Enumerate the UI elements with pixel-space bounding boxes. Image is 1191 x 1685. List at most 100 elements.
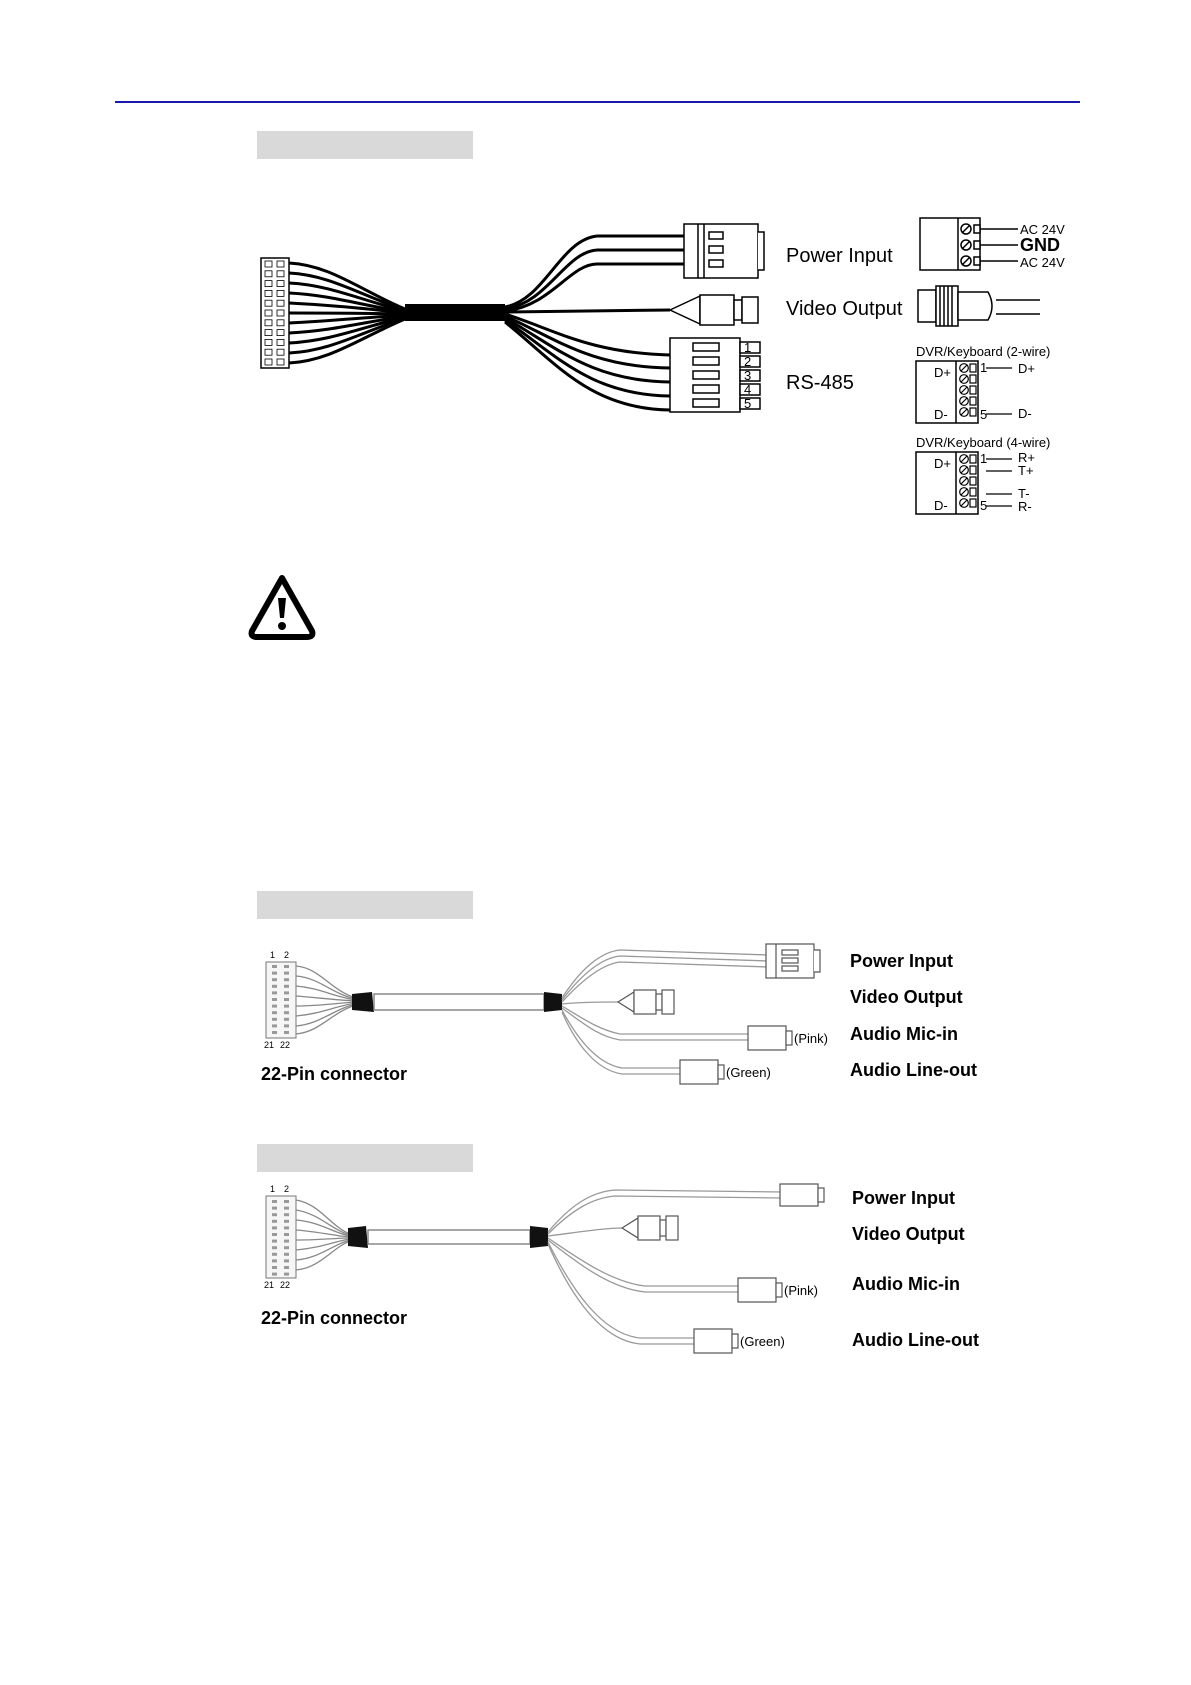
- bnc-video-connector: [668, 294, 759, 326]
- pin-socket: [272, 1011, 277, 1015]
- rs485-pin-1: 1: [744, 340, 751, 355]
- fig2-pin-2: 2: [284, 950, 289, 960]
- fig3-caption: 22-Pin connector: [261, 1308, 407, 1328]
- pin-socket: [264, 329, 273, 337]
- pin-socket: [272, 1017, 277, 1021]
- fig3-fanout-wires: [295, 1199, 351, 1271]
- pin-socket: [272, 1272, 277, 1276]
- fig3-power-plug: [779, 1183, 825, 1207]
- kb4-pin-top: 1: [980, 451, 987, 466]
- pin-socket: [264, 338, 273, 346]
- fig3-bnc-plug: [620, 1215, 679, 1241]
- warning-triangle-icon: [248, 575, 316, 640]
- pin-socket: [272, 978, 277, 982]
- power-terminal-detail: [919, 217, 1018, 271]
- pin-socket: [284, 1004, 289, 1008]
- pin-socket: [284, 1226, 289, 1230]
- pin-socket: [284, 1213, 289, 1217]
- pin-socket: [284, 1259, 289, 1263]
- pin-socket: [276, 309, 285, 317]
- pin-socket: [284, 965, 289, 968]
- terminal-pin-box: [969, 454, 977, 464]
- fig2-bnc-plug: [616, 989, 675, 1015]
- fig3-label-power-input: Power Input: [852, 1188, 955, 1208]
- section-heading-bar-1: [257, 131, 473, 159]
- fig2-pin-21: 21: [264, 1040, 274, 1050]
- power-connector: [683, 223, 765, 279]
- fig3-pin-2: 2: [284, 1184, 289, 1194]
- pin-socket: [276, 329, 285, 337]
- kb4-r-plus: R+: [1018, 450, 1035, 465]
- kb2-pin-bottom: 5: [980, 407, 987, 422]
- pin-socket: [276, 338, 285, 346]
- fig3-pin-header: [265, 1195, 297, 1279]
- pin-socket: [272, 1259, 277, 1263]
- screw-slot: [960, 364, 968, 372]
- header-rule: [115, 101, 1080, 103]
- screw-slot: [960, 397, 968, 405]
- screw-slot: [960, 499, 968, 507]
- pin-socket: [284, 984, 289, 988]
- fig3-line-plug: [693, 1328, 739, 1354]
- fig2-pin-1: 1: [270, 950, 275, 960]
- kb2-left-bottom: D-: [934, 407, 948, 422]
- fig3-left-boot: [348, 1226, 368, 1248]
- pin-socket: [272, 1226, 277, 1230]
- kb2-right-top: D+: [1018, 361, 1035, 376]
- screw-slot: [960, 488, 968, 496]
- screw-slot: [960, 375, 968, 383]
- fig2-label-power-input: Power Input: [850, 951, 953, 971]
- kb4-title: DVR/Keyboard (4-wire): [916, 435, 1050, 450]
- pin-socket: [272, 1239, 277, 1243]
- kb2-left-top: D+: [934, 365, 951, 380]
- kb4-r-minus: R-: [1018, 499, 1032, 514]
- pin-socket: [276, 358, 285, 366]
- keyboard-4wire-detail: DVR/Keyboard (4-wire) D+ D- 1 5 R+ T+ T-…: [915, 435, 1050, 515]
- section-heading-bar-2: [257, 891, 473, 919]
- figure-2-cable-diagram: 1 2 21 22: [261, 943, 977, 1085]
- pin-socket: [276, 299, 285, 307]
- section-heading-bar-3: [257, 1144, 473, 1172]
- pin-socket: [264, 309, 273, 317]
- rs485-pin-2: 2: [744, 354, 751, 369]
- fig2-power-plug: [765, 943, 821, 979]
- fig2-pin-header: [265, 961, 297, 1039]
- fig3-label-audio-line-out: Audio Line-out: [852, 1330, 979, 1350]
- fig2-label-audio-line-out: Audio Line-out: [850, 1060, 977, 1080]
- pin-socket: [272, 1206, 277, 1210]
- pin-socket: [276, 260, 285, 268]
- terminal-pin-box: [969, 487, 977, 497]
- pin-socket: [264, 280, 273, 288]
- terminal-pin-box: [969, 498, 977, 508]
- fig2-label-video-output: Video Output: [850, 987, 963, 1007]
- video-cable-end-detail: [917, 285, 1040, 327]
- pin-socket: [272, 971, 277, 975]
- fig2-pink-label: (Pink): [794, 1031, 828, 1046]
- fig3-main-cable: [367, 1229, 531, 1245]
- pin-socket: [276, 289, 285, 297]
- rs485-pin-3: 3: [744, 368, 751, 383]
- power-terminal-top-label: AC 24V: [1020, 222, 1065, 237]
- pin-socket: [276, 280, 285, 288]
- terminal-pin-box: [969, 476, 977, 486]
- fig2-left-boot: [352, 992, 374, 1012]
- terminal-pin-box: [969, 407, 977, 417]
- pin-socket: [272, 1233, 277, 1236]
- pin-socket: [284, 1024, 289, 1028]
- screw-slot: [960, 408, 968, 416]
- pin-socket: [272, 1213, 277, 1217]
- screw-slot: [960, 455, 968, 463]
- fig2-mic-plug: [747, 1025, 793, 1051]
- kb4-t-plus: T+: [1018, 463, 1034, 478]
- pin-socket: [272, 1246, 277, 1250]
- pin-socket: [264, 299, 273, 307]
- kb4-left-top: D+: [934, 456, 951, 471]
- keyboard-2wire-detail: DVR/Keyboard (2-wire) D+ D- 1 5 D+ D-: [915, 344, 1050, 424]
- rs485-pin-5: 5: [744, 396, 751, 411]
- pin-socket: [284, 1017, 289, 1021]
- pin-socket: [284, 1252, 289, 1256]
- fig3-branch-wires: [547, 1189, 783, 1345]
- fig3-right-boot: [530, 1226, 548, 1248]
- pin-socket: [272, 1200, 277, 1203]
